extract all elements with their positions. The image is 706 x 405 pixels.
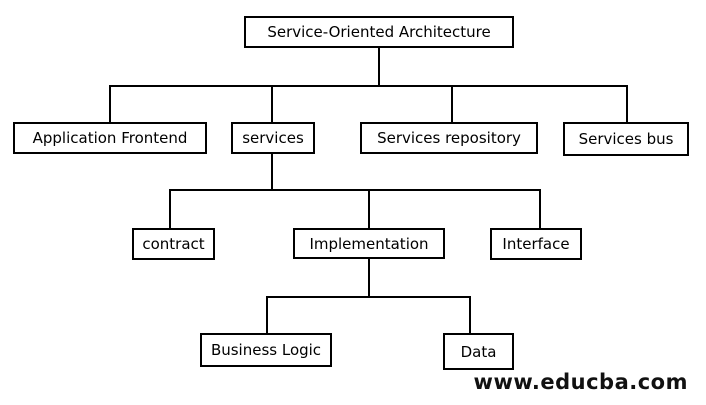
connector bbox=[271, 85, 273, 123]
application-frontend-node: Application Frontend bbox=[13, 122, 207, 154]
business-logic-node: Business Logic bbox=[200, 333, 332, 367]
connector bbox=[368, 189, 370, 229]
connector bbox=[539, 189, 541, 229]
services-bus-node: Services bus bbox=[563, 122, 689, 156]
implementation-node: Implementation bbox=[293, 228, 445, 259]
watermark: www.educba.com bbox=[473, 370, 688, 394]
connector bbox=[368, 258, 370, 297]
connector bbox=[169, 189, 541, 191]
connector bbox=[271, 153, 273, 190]
connector bbox=[469, 296, 471, 334]
interface-node: Interface bbox=[490, 228, 582, 260]
services-node: services bbox=[231, 122, 315, 154]
root-node: Service-Oriented Architecture bbox=[244, 16, 514, 48]
connector bbox=[266, 296, 268, 334]
connector bbox=[266, 296, 471, 298]
data-node: Data bbox=[443, 333, 514, 370]
contract-node: contract bbox=[132, 228, 215, 260]
connector bbox=[451, 85, 453, 123]
connector bbox=[109, 85, 628, 87]
connector bbox=[626, 85, 628, 123]
services-repository-node: Services repository bbox=[360, 122, 538, 154]
connector bbox=[109, 85, 111, 123]
connector bbox=[378, 47, 380, 86]
connector bbox=[169, 189, 171, 229]
